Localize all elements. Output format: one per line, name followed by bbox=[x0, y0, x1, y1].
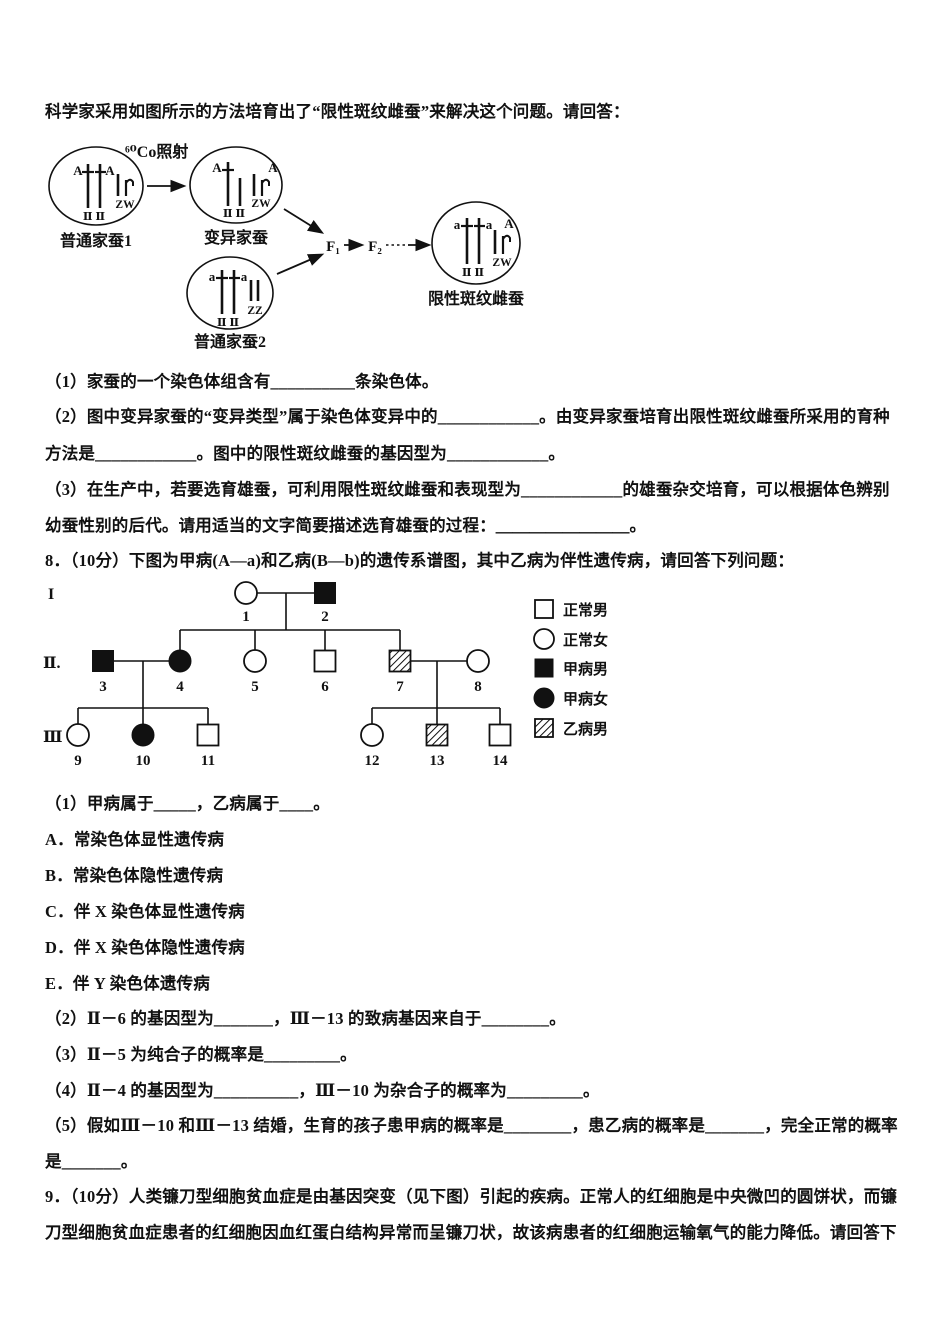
svg-text:12: 12 bbox=[365, 753, 380, 769]
gene-A-translocated: A bbox=[504, 216, 514, 231]
cross-arrow-top bbox=[283, 208, 325, 234]
q7-part3-line2: 幼蚕性别的后代。请用适当的文字简要描述选育雄蚕的过程：＿＿＿＿＿＿＿＿。 bbox=[45, 516, 647, 535]
q7-part2-line1: （2）图中变异家蚕的“变异类型”属于染色体变异中的____________。由变… bbox=[45, 407, 890, 426]
sex-chromosome-label: ZW bbox=[115, 199, 135, 211]
autosome-label: Ⅱ Ⅱ bbox=[223, 208, 246, 220]
cross-arrow-bottom bbox=[276, 253, 325, 275]
legend-label-diseaseA-male: 甲病男 bbox=[563, 660, 608, 678]
sex-chromosome-label: ZZ bbox=[247, 305, 263, 317]
individual-II-8 bbox=[466, 649, 490, 673]
q8-part1-text: （1）甲病属于_____，乙病属于____。 bbox=[45, 794, 330, 813]
autosome-label: Ⅱ Ⅱ bbox=[217, 317, 240, 329]
svg-text:7: 7 bbox=[396, 679, 404, 695]
cell-sex-limited-female: a a Ⅱ Ⅱ A ZW bbox=[431, 201, 521, 285]
q8-option-E: E．伴 Y 染色体遗传病 bbox=[45, 974, 210, 993]
gene-A-left: A bbox=[212, 160, 222, 175]
svg-text:10: 10 bbox=[136, 753, 151, 769]
sex-chromosome-label: ZW bbox=[492, 257, 512, 269]
q7-part2-line2: 方法是____________。图中的限性斑纹雌蚕的基因型为__________… bbox=[45, 444, 566, 463]
svg-text:8: 8 bbox=[474, 679, 482, 695]
svg-text:9: 9 bbox=[74, 753, 82, 769]
cell-mutant-silkworm: A Ⅱ Ⅱ A ZW bbox=[189, 146, 283, 224]
svg-text:13: 13 bbox=[430, 753, 445, 769]
gene-a-left: a bbox=[454, 217, 461, 232]
q8-part2-text: （2）Ⅱ－6 的基因型为_______，Ⅲ－13 的致病基因来自于_______… bbox=[45, 1009, 566, 1028]
cell4-caption: 限性斑纹雌蚕 bbox=[428, 289, 525, 308]
gene-A-translocated: A bbox=[268, 160, 278, 175]
q8-part5-line2: 是_______。 bbox=[45, 1152, 138, 1171]
pedigree-figure: I Ⅱ. Ⅲ bbox=[43, 581, 608, 769]
autosome-label: Ⅱ Ⅱ bbox=[83, 211, 106, 223]
individual-II-3 bbox=[92, 650, 114, 672]
q8-option-C: C．伴 X 染色体显性遗传病 bbox=[45, 902, 245, 921]
svg-text:6: 6 bbox=[321, 679, 329, 695]
generation-label-I: I bbox=[48, 586, 54, 603]
cell2-caption: 变异家蚕 bbox=[204, 228, 269, 247]
q8-part4-text: （4）Ⅱ－4 的基因型为__________，Ⅲ－10 为杂合子的概率为____… bbox=[45, 1081, 600, 1100]
gene-a-right: a bbox=[486, 217, 493, 232]
q7-part1-text: （1）家蚕的一个染色体组含有__________条染色体。 bbox=[45, 372, 439, 391]
svg-text:4: 4 bbox=[176, 679, 184, 695]
individual-II-7 bbox=[388, 649, 412, 673]
individual-III-9 bbox=[66, 723, 90, 747]
individual-III-13 bbox=[425, 723, 449, 747]
q9-intro-line2: 刀型细胞贫血症患者的红细胞因血红蛋白结构异常而呈镰刀状，故该病患者的红细胞运输氧… bbox=[45, 1223, 897, 1242]
cell1-caption: 普通家蚕1 bbox=[60, 231, 132, 250]
legend-square-hatched-icon bbox=[534, 718, 554, 738]
individual-I-2 bbox=[314, 582, 336, 604]
legend-label-normal-male: 正常男 bbox=[563, 601, 608, 619]
q7-intro-text: 科学家采用如图所示的方法培育出了“限性斑纹雌蚕”来解决这个问题。请回答： bbox=[45, 102, 630, 121]
individual-III-12 bbox=[360, 723, 384, 747]
f2-label: F₂ bbox=[368, 239, 382, 255]
svg-text:14: 14 bbox=[493, 753, 509, 769]
generation-label-II: Ⅱ. bbox=[43, 655, 60, 672]
individual-II-5 bbox=[243, 649, 267, 673]
svg-text:2: 2 bbox=[321, 609, 329, 625]
q8-option-A: A．常染色体显性遗传病 bbox=[45, 830, 225, 849]
svg-text:11: 11 bbox=[201, 753, 215, 769]
pedigree-connectors bbox=[77, 592, 501, 724]
cell-normal-silkworm-2: a a Ⅱ Ⅱ ZZ bbox=[186, 256, 274, 330]
legend-label-diseaseA-female: 甲病女 bbox=[563, 690, 608, 708]
svg-text:3: 3 bbox=[99, 679, 107, 695]
gene-A-left: A bbox=[73, 163, 83, 178]
legend-circle-empty-icon bbox=[533, 628, 555, 650]
individual-III-14 bbox=[488, 723, 512, 747]
cell3-caption: 普通家蚕2 bbox=[194, 332, 266, 351]
pedigree-legend: 正常男 正常女 甲病男 甲病女 乙病男 bbox=[533, 599, 608, 738]
q7-part3-line1: （3）在生产中，若要选育雄蚕，可利用限性斑纹雌蚕和表现型为___________… bbox=[45, 480, 890, 499]
legend-square-empty-icon bbox=[534, 599, 554, 619]
q8-option-B: B．常染色体隐性遗传病 bbox=[45, 866, 224, 885]
legend-label-diseaseB-male: 乙病男 bbox=[563, 720, 608, 738]
pedigree-numbers: 1 2 3 4 5 6 7 8 9 10 11 12 13 14 bbox=[74, 609, 508, 769]
gene-A-right: A bbox=[105, 163, 115, 178]
q9-intro-line1: 9．（10分）人类镰刀型细胞贫血症是由基因突变（见下图）引起的疾病。正常人的红细… bbox=[45, 1187, 898, 1206]
silkworm-breeding-figure: ⁶⁰Co照射 A A Ⅱ Ⅱ ZW 普通家蚕1 A Ⅱ Ⅱ bbox=[48, 142, 525, 351]
cell-normal-silkworm-1: A A Ⅱ Ⅱ ZW bbox=[48, 146, 144, 226]
irradiation-label: ⁶⁰Co照射 bbox=[125, 142, 188, 161]
individual-III-11 bbox=[196, 723, 220, 747]
q8-intro-text: 8．（10分）下图为甲病(A—a)和乙病(B—b)的遗传系谱图，其中乙病为伴性遗… bbox=[45, 551, 795, 570]
legend-square-filled-icon bbox=[534, 658, 554, 678]
individual-II-6 bbox=[313, 649, 337, 673]
q8-option-D: D．伴 X 染色体隐性遗传病 bbox=[45, 938, 245, 957]
autosome-label: Ⅱ Ⅱ bbox=[462, 267, 485, 279]
gene-a-left: a bbox=[209, 269, 216, 284]
legend-label-normal-female: 正常女 bbox=[563, 631, 608, 649]
f1-label: F₁ bbox=[326, 239, 340, 255]
gene-a-right: a bbox=[241, 269, 248, 284]
individual-III-10 bbox=[131, 723, 155, 747]
sex-chromosome-label: ZW bbox=[251, 198, 271, 210]
svg-text:5: 5 bbox=[251, 679, 259, 695]
q8-part5-line1: （5）假如Ⅲ－10 和Ⅲ－13 结婚，生育的孩子患甲病的概率是________，… bbox=[45, 1116, 898, 1135]
generation-label-III: Ⅲ bbox=[43, 729, 62, 746]
legend-circle-filled-icon bbox=[533, 687, 555, 709]
svg-text:1: 1 bbox=[242, 609, 250, 625]
q8-part3-text: （3）Ⅱ－5 为纯合子的概率是_________。 bbox=[45, 1045, 357, 1064]
individual-II-4 bbox=[168, 649, 192, 673]
individual-I-1 bbox=[234, 581, 258, 605]
